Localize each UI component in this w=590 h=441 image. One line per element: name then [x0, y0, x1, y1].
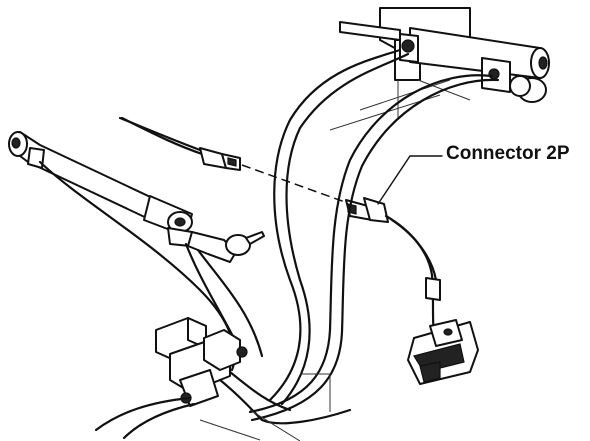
connection-dash-line: [241, 164, 357, 207]
left-cylinder: [8, 131, 193, 247]
upper-mount-assembly: [329, 7, 550, 131]
bottom-cables: [94, 370, 352, 441]
left-plug-cable: [120, 116, 241, 171]
relay-block: [155, 317, 248, 407]
ring-terminal-connector: [187, 231, 265, 263]
callout-leader-line: [377, 155, 443, 205]
micro-switch: [407, 319, 479, 385]
main-cable-loop: [248, 48, 500, 422]
upper-left-cable: [118, 116, 202, 152]
connector-2p-label: Connector 2P: [446, 143, 570, 164]
right-switch-cable: [384, 214, 441, 337]
